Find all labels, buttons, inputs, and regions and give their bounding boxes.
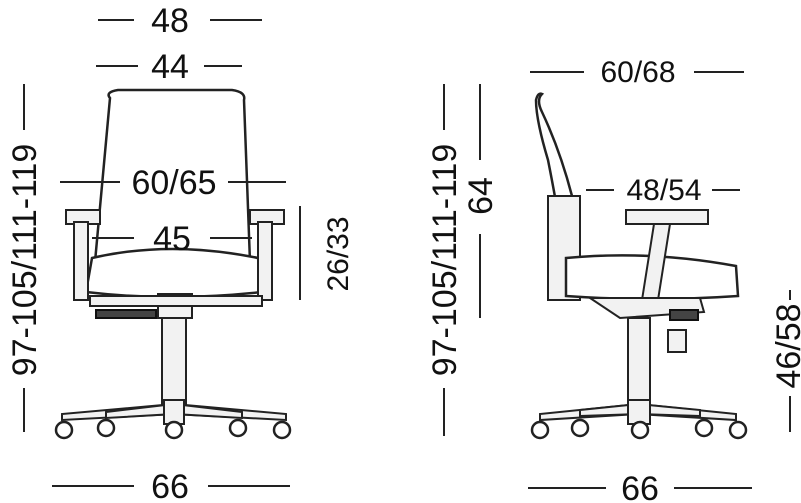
- dim-side-seat-height: 46/58: [770, 290, 801, 432]
- svg-text:45: 45: [153, 220, 191, 258]
- svg-text:44: 44: [151, 48, 189, 86]
- front-arm-post-left: [73, 221, 89, 301]
- svg-text:26/33: 26/33: [322, 216, 355, 291]
- dim-front-backrest-width: 44: [96, 48, 242, 86]
- dim-front-seat-width: 45: [92, 220, 252, 258]
- svg-text:60/65: 60/65: [131, 164, 216, 202]
- svg-text:48: 48: [151, 2, 189, 40]
- dim-side-backrest-height: 64: [462, 84, 500, 318]
- side-gas-lift: [627, 317, 651, 411]
- dim-front-overall-width: 48: [98, 2, 262, 40]
- svg-text:46/58: 46/58: [770, 303, 801, 388]
- svg-text:64: 64: [462, 177, 500, 215]
- front-backrest: [93, 88, 252, 264]
- svg-text:66: 66: [621, 470, 659, 503]
- front-arm-post-right: [257, 221, 273, 301]
- dim-side-total-height: 97-105/111-119: [426, 84, 464, 436]
- dim-side-overall-depth: 60/68: [530, 56, 744, 89]
- side-base: [539, 399, 737, 425]
- side-height-lever: [667, 329, 687, 353]
- svg-text:66: 66: [151, 468, 189, 503]
- front-lever: [95, 309, 157, 319]
- dim-front-armrest-height: 26/33: [299, 206, 355, 300]
- side-armrest-pad: [625, 209, 709, 225]
- side-lever: [669, 309, 699, 321]
- svg-text:60/68: 60/68: [600, 56, 675, 89]
- dim-front-total-height: 97-105/111-119: [6, 84, 44, 432]
- dim-front-base-diameter: 66: [52, 468, 290, 503]
- front-view: 48 44 60/65 45 26/33 97-105/111-: [6, 2, 355, 503]
- front-gas-lift: [161, 317, 187, 411]
- side-casters: [530, 418, 748, 440]
- front-mechanism-plate: [89, 295, 263, 307]
- dim-front-backrest-height-detail: 60/65: [60, 164, 286, 202]
- dim-side-base-diameter: 66: [528, 470, 752, 503]
- dim-side-seat-depth: 48/54: [586, 174, 740, 207]
- svg-text:48/54: 48/54: [626, 174, 701, 207]
- front-casters: [54, 418, 292, 440]
- svg-text:97-105/111-119: 97-105/111-119: [6, 144, 44, 377]
- front-base: [61, 399, 287, 425]
- svg-text:97-105/111-119: 97-105/111-119: [426, 144, 464, 377]
- side-view: 60/68 48/54 64 97-105/111-119 46/58: [426, 56, 801, 503]
